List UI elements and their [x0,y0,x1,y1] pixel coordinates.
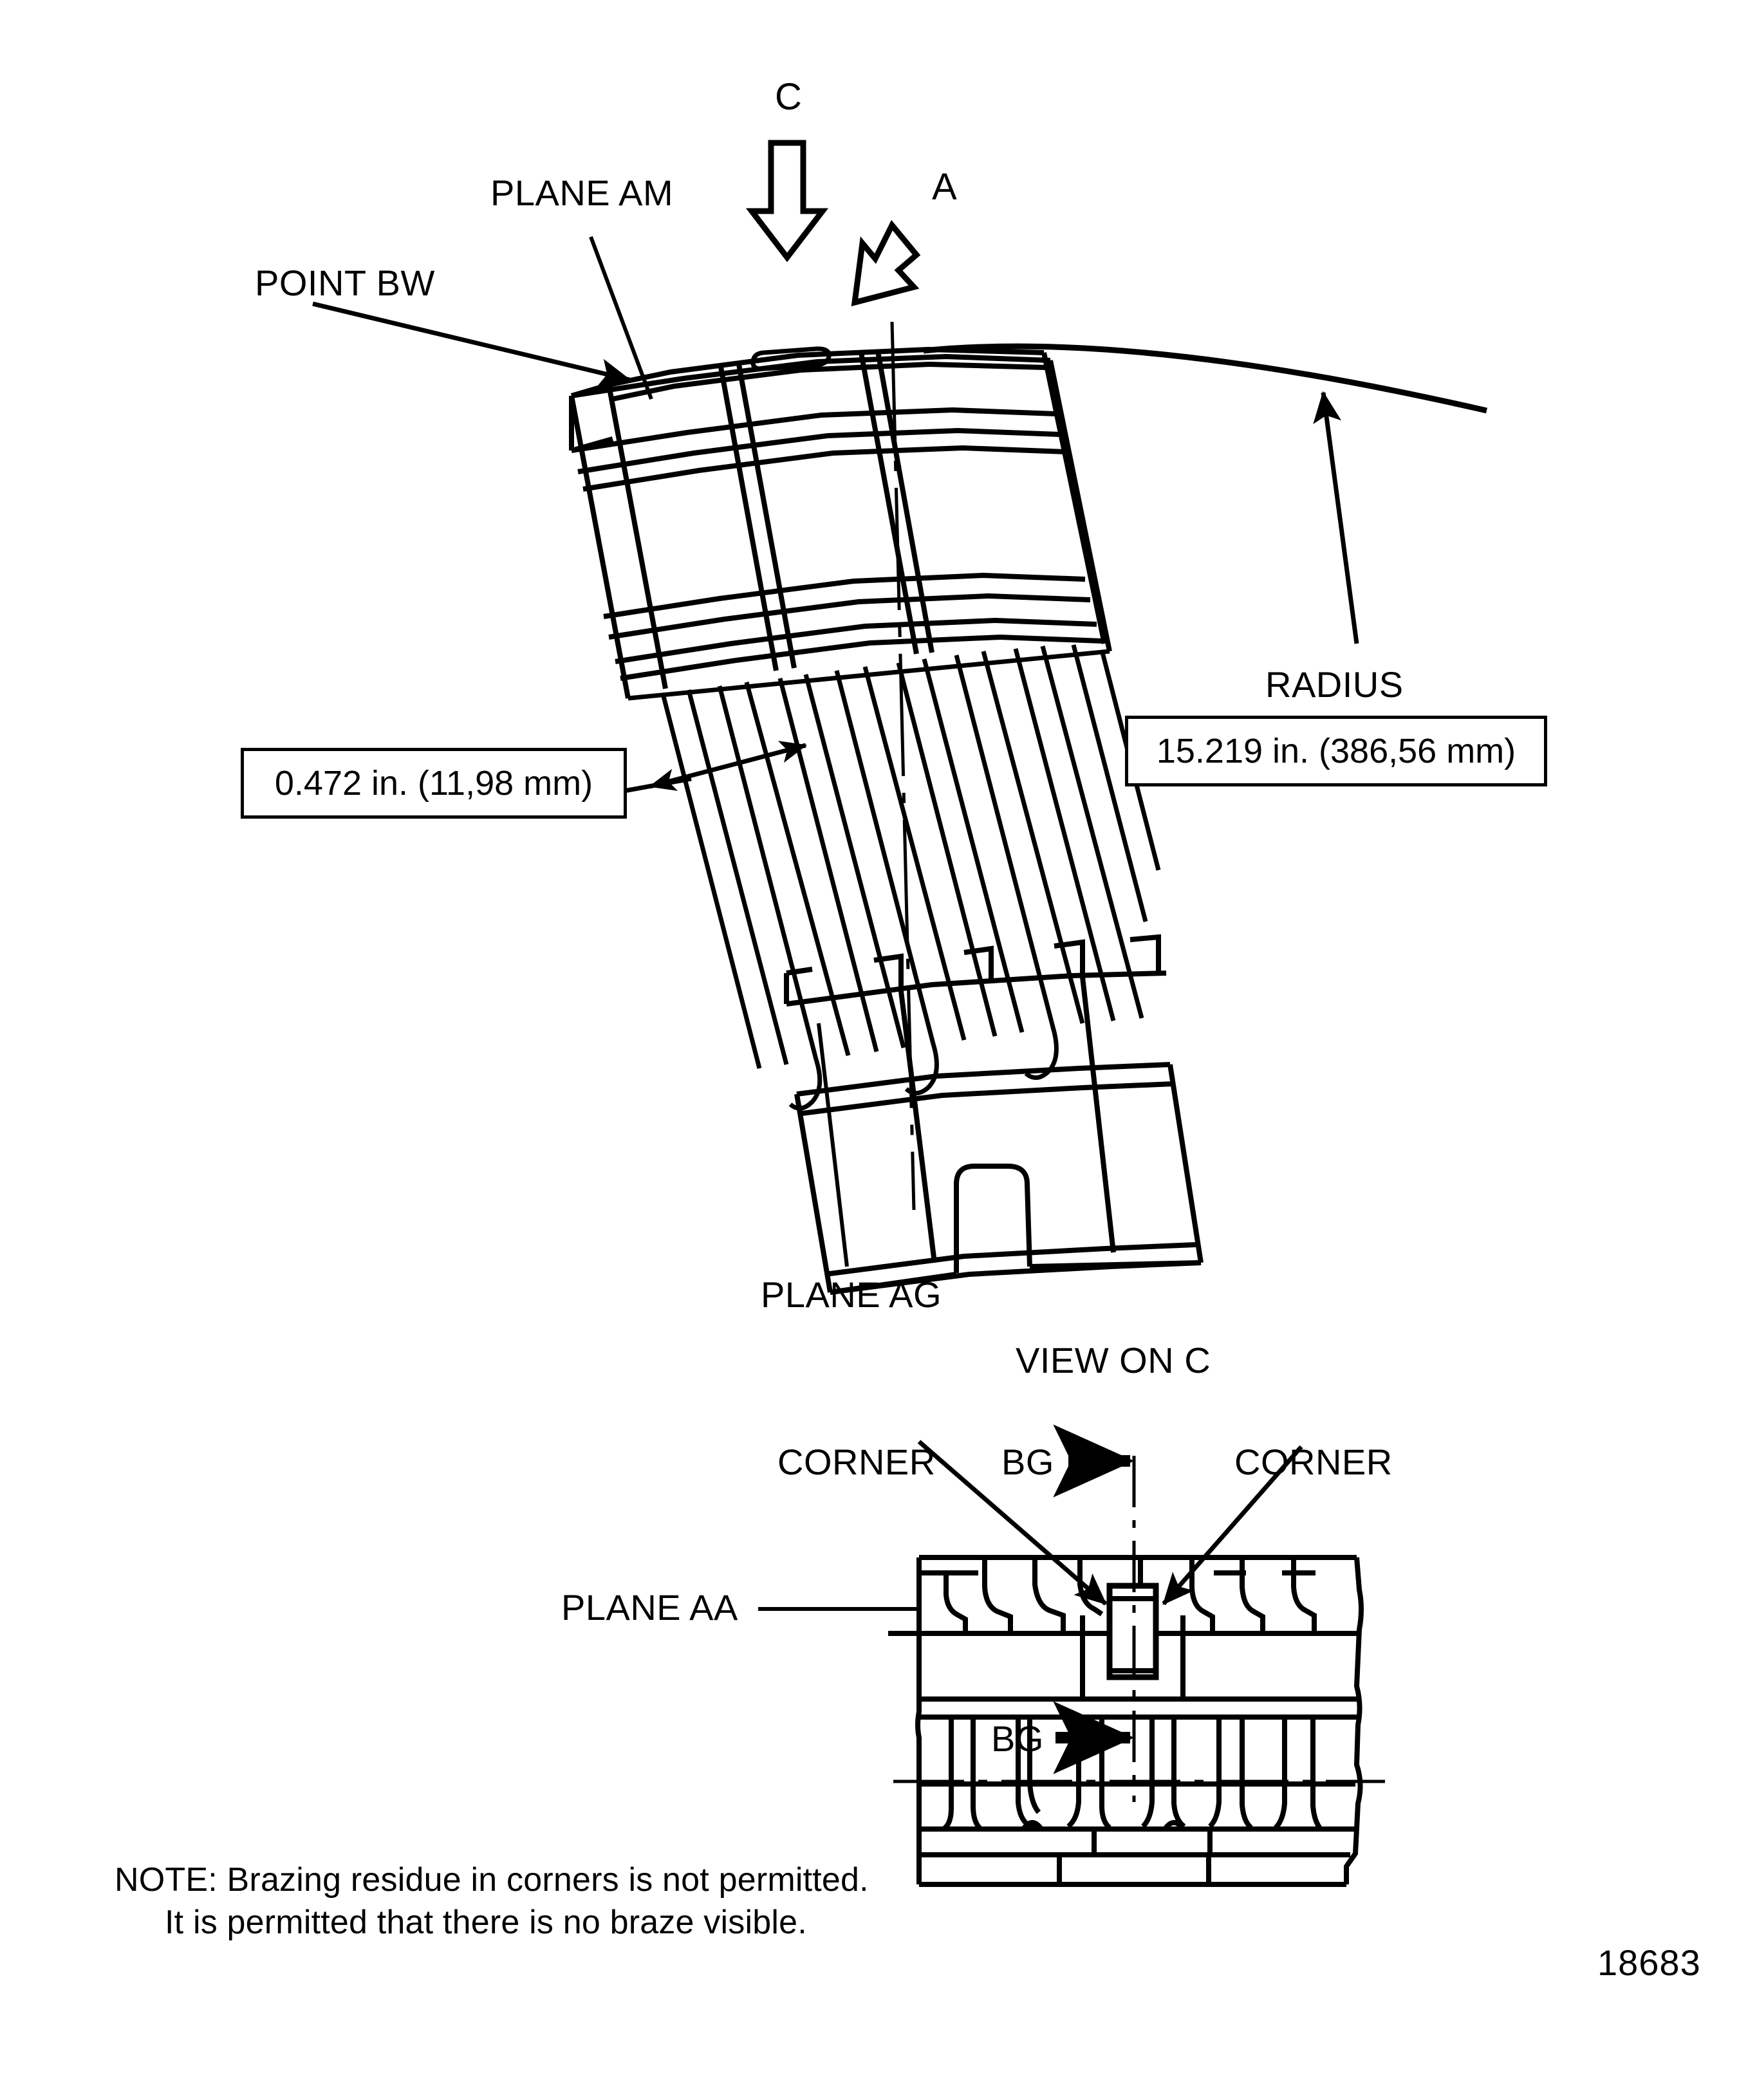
figure-number: 18683 [1597,1942,1701,1983]
view-arrow-c-label: C [775,76,803,118]
detail-lower-blocks [1057,1829,1213,1884]
note-block: NOTE: Brazing residue in corners is not … [115,1861,869,1939]
view-arrow-c [745,140,829,263]
note-line-1: NOTE: Brazing residue in corners is not … [115,1861,869,1899]
throat-dimension-text: 0.472 in. (11,98 mm) [274,764,593,803]
detail-view-leaders [758,1424,1303,1774]
plane-ag-leader [817,1023,849,1267]
point-bw-label: POINT BW [255,263,435,303]
main-centerline [890,321,916,1211]
point-bw-leader [312,301,631,387]
detail-view-on-c [888,1456,1385,1887]
radius-label: RADIUS [1265,664,1404,705]
throat-dimension-box: 0.472 in. (11,98 mm) [241,748,627,819]
corner-right-leader [1162,1445,1303,1606]
note-line-2: It is permitted that there is no braze v… [165,1904,807,1941]
bg-top-label: BG [1001,1442,1054,1482]
corner-right-label: CORNER [1234,1442,1393,1482]
view-arrow-a [851,219,921,307]
plane-aa-label: PLANE AA [561,1587,738,1628]
throat-dim-line [648,741,808,791]
shroud-band [569,346,1112,701]
view-arrow-a-label: A [932,166,958,208]
bg-bottom-label: BG [991,1718,1044,1759]
corner-left-leader [917,1440,1108,1606]
detail-lower-scallops [942,1717,1323,1832]
radius-leader [1313,391,1359,644]
view-on-c-title: VIEW ON C [1016,1340,1211,1380]
radius-arc [923,343,1488,414]
plane-am-label: PLANE AM [490,172,674,213]
main-view-leaders [312,236,1359,1267]
plane-am-leader [589,236,653,400]
corner-left-label: CORNER [777,1442,936,1482]
plane-ag-label: PLANE AG [761,1274,942,1315]
radius-dimension-box: 15.219 in. (386,56 mm) [1125,716,1547,786]
airfoil-vanes [660,644,1161,1111]
inner-platform [784,934,1204,1295]
radius-dimension-text: 15.219 in. (386,56 mm) [1156,732,1516,770]
main-isometric-view [569,321,1488,1295]
